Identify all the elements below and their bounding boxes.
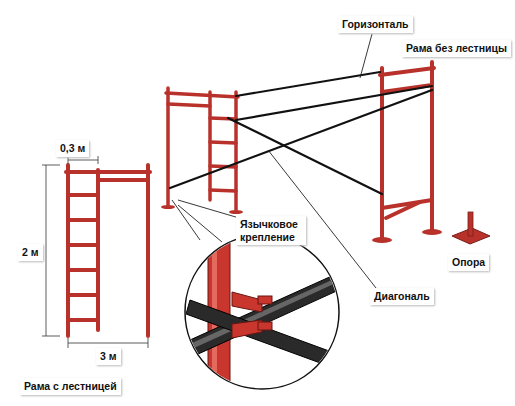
dimension-lines [42,156,148,348]
frame-label: Рама без лестницы [402,40,511,57]
brace-label: Горизонталь [338,16,413,33]
braces [170,72,432,194]
middle-frame [166,88,238,210]
joint-label: Язычковое крепление [236,216,306,245]
joint-inset [185,230,352,400]
frame-without-ladder [380,62,434,238]
frame-label: Рама с лестницей [20,378,121,395]
dimension-label: 2 м [18,244,43,261]
dimension-label: 0,3 м [56,140,89,157]
dimension-label: 3 м [96,348,121,365]
support-label: Опора [448,254,489,271]
support-plate [452,212,490,244]
frame-with-ladder [66,165,150,336]
brace-label: Диагональ [370,288,434,305]
